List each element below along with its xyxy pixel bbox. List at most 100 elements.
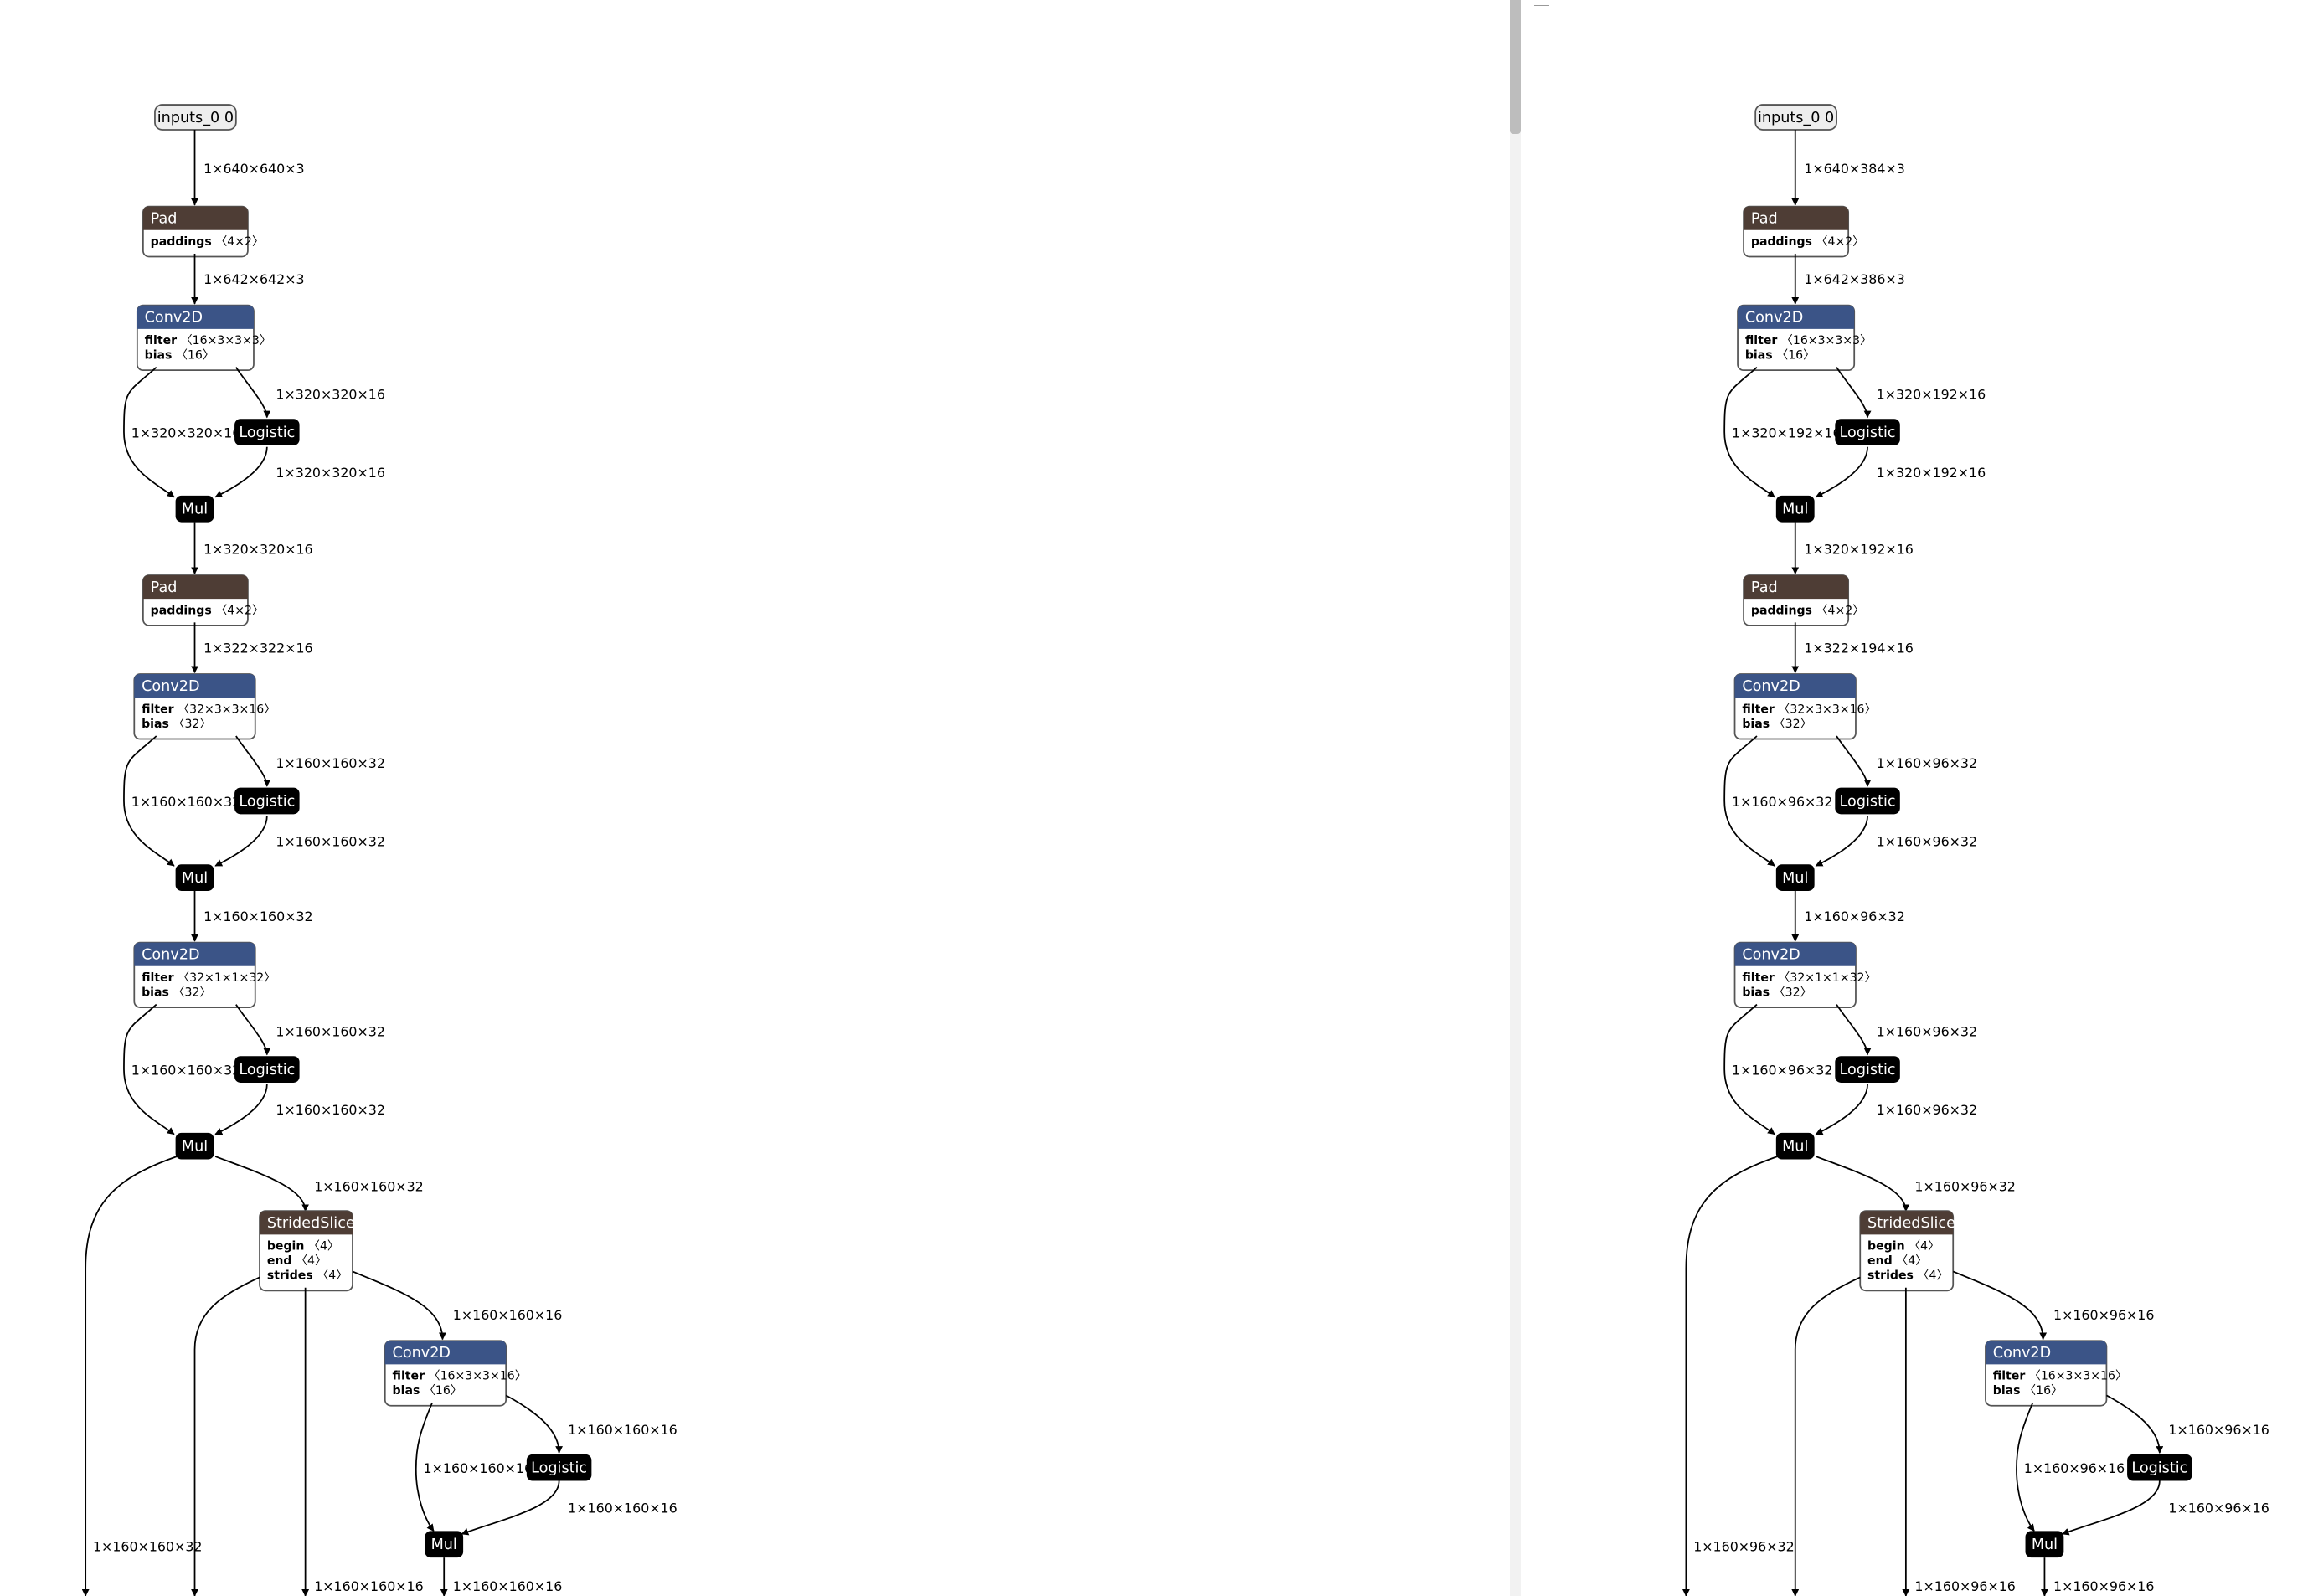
- mul-node[interactable]: Mul: [2025, 1531, 2064, 1558]
- node-title: Conv2D: [1742, 947, 1800, 964]
- tensor-shape-label: 1×160×160×32: [276, 833, 385, 849]
- mul-node[interactable]: Mul: [175, 495, 214, 523]
- node-attribute: bias 〈32〉: [142, 718, 211, 731]
- tensor-shape-label: 1×160×160×16: [453, 1578, 563, 1594]
- mul-node[interactable]: Mul: [1775, 864, 1815, 891]
- node-attribute: bias 〈32〉: [1742, 718, 1811, 731]
- edge: [415, 1402, 435, 1532]
- edge: [1836, 367, 1872, 419]
- tensor-shape-label: 1×642×642×3: [203, 271, 304, 287]
- pad-node[interactable]: Pad paddings 〈4×2〉: [142, 574, 264, 626]
- node-title: Conv2D: [1745, 310, 1803, 327]
- logistic-node[interactable]: Logistic: [234, 1056, 300, 1083]
- tensor-shape-label: 1×160×160×32: [276, 1024, 385, 1040]
- node-header: [260, 1211, 353, 1235]
- node-header: [1744, 574, 1849, 600]
- tensor-shape-label: 1×160×160×16: [568, 1501, 677, 1516]
- tensor-shape-label: 1×640×384×3: [1804, 161, 1904, 177]
- logistic-node[interactable]: Logistic: [1835, 419, 1900, 445]
- input-node[interactable]: inputs_0 0: [154, 104, 237, 131]
- logistic-node[interactable]: Logistic: [1835, 1056, 1900, 1083]
- edge: [214, 1084, 268, 1135]
- node-attribute: paddings 〈4×2〉: [151, 604, 264, 617]
- node-attribute: paddings 〈4×2〉: [151, 235, 264, 249]
- tensor-shape-label: 1×160×160×32: [276, 755, 385, 771]
- node-attribute: strides 〈4〉: [267, 1269, 348, 1283]
- node-box: [2025, 1531, 2064, 1558]
- node-title: Mul: [1782, 870, 1808, 887]
- node-title: Conv2D: [393, 1345, 451, 1362]
- edge: [1836, 735, 1872, 787]
- mul-node[interactable]: Mul: [1775, 495, 1815, 523]
- node-header: [1734, 942, 1856, 966]
- input-node[interactable]: inputs_0 0: [1754, 104, 1837, 131]
- node-title: Mul: [1782, 502, 1808, 518]
- tensor-shape-label: 1×160×96×32: [1693, 1538, 1794, 1554]
- tensor-shape-label: 1×320×320×16: [276, 387, 385, 403]
- logistic-node[interactable]: Logistic: [2127, 1454, 2192, 1481]
- tensor-shape-label: 1×160×96×32: [1877, 1024, 1977, 1040]
- scrollbar-track[interactable]: [1510, 0, 1521, 1596]
- mul-node[interactable]: Mul: [175, 1132, 214, 1160]
- tensor-shape-label: 1×160×96×16: [2053, 1307, 2154, 1323]
- tensor-shape-label: 1×320×320×16: [131, 425, 241, 440]
- pad-node[interactable]: Pad paddings 〈4×2〉: [142, 205, 264, 258]
- mul-node[interactable]: Mul: [425, 1531, 464, 1558]
- tensor-shape-label: 1×160×160×32: [314, 1179, 424, 1195]
- node-title: Pad: [151, 211, 178, 228]
- node-box: [175, 495, 214, 523]
- node-attribute: filter 〈16×3×3×16〉: [1993, 1369, 2127, 1382]
- tensor-shape-label: 1×160×96×32: [1732, 794, 1832, 810]
- node-header: [384, 1341, 507, 1365]
- logistic-node[interactable]: Logistic: [234, 787, 300, 815]
- edge: [81, 1156, 178, 1596]
- tensor-shape-label: 1×160×160×16: [453, 1307, 563, 1323]
- minimize-icon[interactable]: [1534, 5, 1549, 6]
- scrollbar-thumb[interactable]: [1510, 0, 1521, 134]
- node-title: Pad: [151, 579, 178, 596]
- edge: [214, 1156, 310, 1212]
- edge: [2016, 1402, 2035, 1532]
- logistic-node[interactable]: Logistic: [1835, 787, 1900, 815]
- tensor-shape-label: 1×160×96×32: [1877, 833, 1977, 849]
- node-title: Conv2D: [1742, 678, 1800, 695]
- edge: [2106, 1394, 2164, 1454]
- node-title: Mul: [182, 870, 208, 887]
- edge: [1815, 1084, 1868, 1135]
- tensor-shape-label: 1×160×96×32: [1732, 1062, 1832, 1078]
- mul-node[interactable]: Mul: [1775, 1132, 1815, 1160]
- node-header: [134, 942, 255, 966]
- node-title: Logistic: [239, 425, 295, 441]
- node-header: [134, 674, 255, 698]
- edge: [1723, 1003, 1775, 1135]
- edge: [1815, 816, 1868, 867]
- mul-node[interactable]: Mul: [175, 864, 214, 891]
- node-title: Conv2D: [1993, 1345, 2051, 1362]
- tensor-shape-label: 1×160×96×16: [2053, 1578, 2154, 1594]
- edge: [123, 1003, 175, 1135]
- node-title: Conv2D: [145, 310, 203, 327]
- node-box: [526, 1454, 592, 1481]
- logistic-node[interactable]: Logistic: [234, 419, 300, 445]
- edge: [1723, 366, 1775, 498]
- logistic-node[interactable]: Logistic: [526, 1454, 592, 1481]
- tensor-shape-label: 1×160×96×32: [1804, 909, 1904, 924]
- node-attribute: filter 〈16×3×3×16〉: [393, 1369, 527, 1382]
- input-name: inputs_0 0: [1758, 110, 1834, 126]
